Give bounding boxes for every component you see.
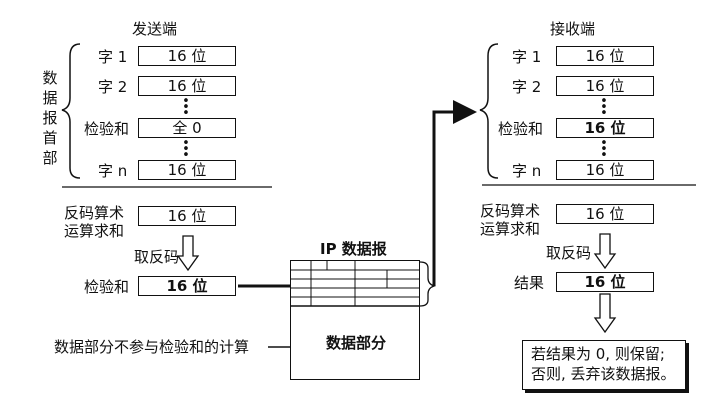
sender-header-brace <box>61 43 81 179</box>
sender-checksum-label: 检验和 <box>84 278 130 296</box>
receiver-row-label: 字 2 <box>512 78 542 96</box>
sender-sum-box: 16 位 <box>138 206 236 226</box>
receiver-row-box: 16 位 <box>556 160 654 180</box>
decision-note: 若结果为 0, 则保留; 否则, 丢弃该数据报。 <box>522 340 686 390</box>
receiver-sum-label-line2: 运算求和 <box>480 220 541 238</box>
receiver-row-label: 检验和 <box>498 120 544 138</box>
sender-row-label: 字 n <box>98 162 128 180</box>
receiver-row-label: 字 1 <box>512 48 542 66</box>
sender-down-arrow <box>176 235 200 272</box>
receiver-row-box: 16 位 <box>556 46 654 66</box>
ip-to-receiver-arrow <box>432 100 477 286</box>
sender-row-label: 字 2 <box>98 78 128 96</box>
receiver-header-brace <box>479 43 499 179</box>
sender-sum-label-line2: 运算求和 <box>64 222 125 240</box>
decision-note-line2: 否则, 丢弃该数据报。 <box>531 365 676 383</box>
receiver-down-arrow-2 <box>593 293 617 334</box>
sender-header-char: 部 <box>42 149 58 167</box>
sender-header-label: 数 据 报 首 部 <box>40 68 60 168</box>
receiver-complement-label: 取反码 <box>546 244 592 262</box>
sender-complement-label: 取反码 <box>134 248 180 266</box>
sender-header-char: 据 <box>42 89 58 107</box>
ip-datagram <box>290 260 420 380</box>
receiver-row-box: 16 位 <box>556 76 654 96</box>
receiver-ellipsis-top: ••• <box>600 94 608 121</box>
sender-row-box: 全 0 <box>138 118 236 138</box>
ip-header-brace <box>419 261 437 307</box>
sender-header-char: 数 <box>42 69 58 87</box>
sender-header-char: 首 <box>42 129 58 147</box>
sender-header-char: 报 <box>42 109 58 127</box>
sender-title: 发送端 <box>132 20 178 38</box>
receiver-title: 接收端 <box>550 20 596 38</box>
receiver-result-box: 16 位 <box>556 272 654 292</box>
receiver-down-arrow-1 <box>593 233 617 270</box>
data-not-included-note: 数据部分不参与检验和的计算 <box>54 338 250 356</box>
ip-header-grid <box>291 261 419 307</box>
receiver-row-label: 字 n <box>512 162 542 180</box>
receiver-sum-label-line1: 反码算术 <box>480 202 541 220</box>
ip-data-part: 数据部分 <box>326 334 387 352</box>
receiver-result-label: 结果 <box>514 274 545 292</box>
sender-row-box: 16 位 <box>138 46 236 66</box>
sender-row-label: 检验和 <box>84 120 130 138</box>
receiver-sum-box: 16 位 <box>556 204 654 224</box>
sender-row-label: 字 1 <box>98 48 128 66</box>
sender-row-box: 16 位 <box>138 160 236 180</box>
sender-ellipsis-top: ••• <box>182 94 190 121</box>
receiver-ellipsis-bottom: ••• <box>600 136 608 163</box>
receiver-row-box: 16 位 <box>556 118 654 138</box>
sender-row-box: 16 位 <box>138 76 236 96</box>
decision-note-line1: 若结果为 0, 则保留; <box>531 345 665 363</box>
sender-sum-label-line1: 反码算术 <box>64 204 125 222</box>
sender-ellipsis-bottom: ••• <box>182 136 190 163</box>
sender-checksum-box: 16 位 <box>138 276 236 296</box>
ip-datagram-title: IP 数据报 <box>320 240 387 258</box>
